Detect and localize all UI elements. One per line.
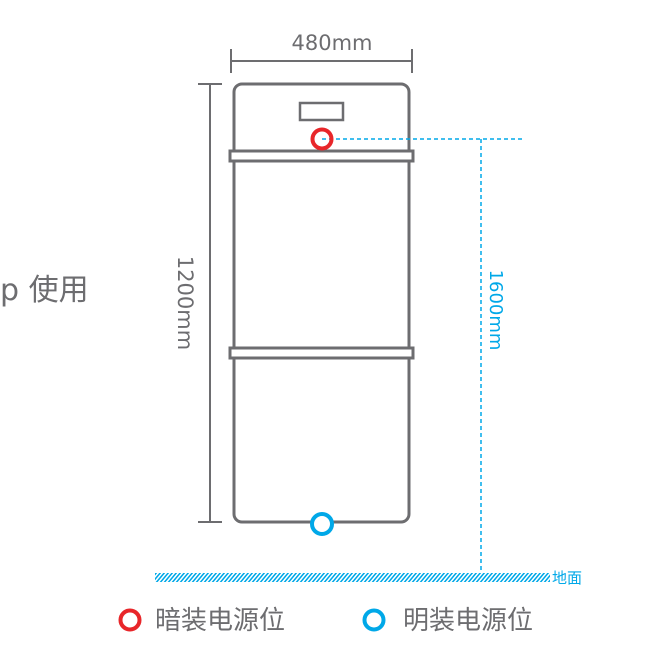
width-dimension	[230, 49, 413, 73]
shelf-band-middle	[228, 346, 415, 360]
cabinet	[228, 82, 415, 524]
socket-height-guide	[322, 138, 522, 573]
socket-height-label: 1600mm	[485, 270, 506, 351]
concealed-socket-icon	[310, 127, 334, 151]
legend: 暗装电源位 明装电源位	[118, 606, 533, 636]
legend-concealed-label: 暗装电源位	[155, 606, 285, 636]
height-dimension	[198, 83, 222, 523]
concealed-socket-legend-icon	[118, 608, 142, 632]
side-text: p 使用	[0, 273, 89, 308]
display-panel	[298, 101, 345, 122]
width-label: 480mm	[292, 31, 373, 55]
legend-exposed-label: 明装电源位	[403, 606, 533, 636]
exposed-socket-icon	[310, 512, 334, 536]
height-label: 1200mm	[173, 256, 197, 350]
shelf-band-top	[228, 149, 415, 163]
exposed-socket-legend-icon	[362, 608, 386, 632]
ground-hatch	[155, 573, 550, 582]
ground-label: 地面	[552, 569, 582, 587]
